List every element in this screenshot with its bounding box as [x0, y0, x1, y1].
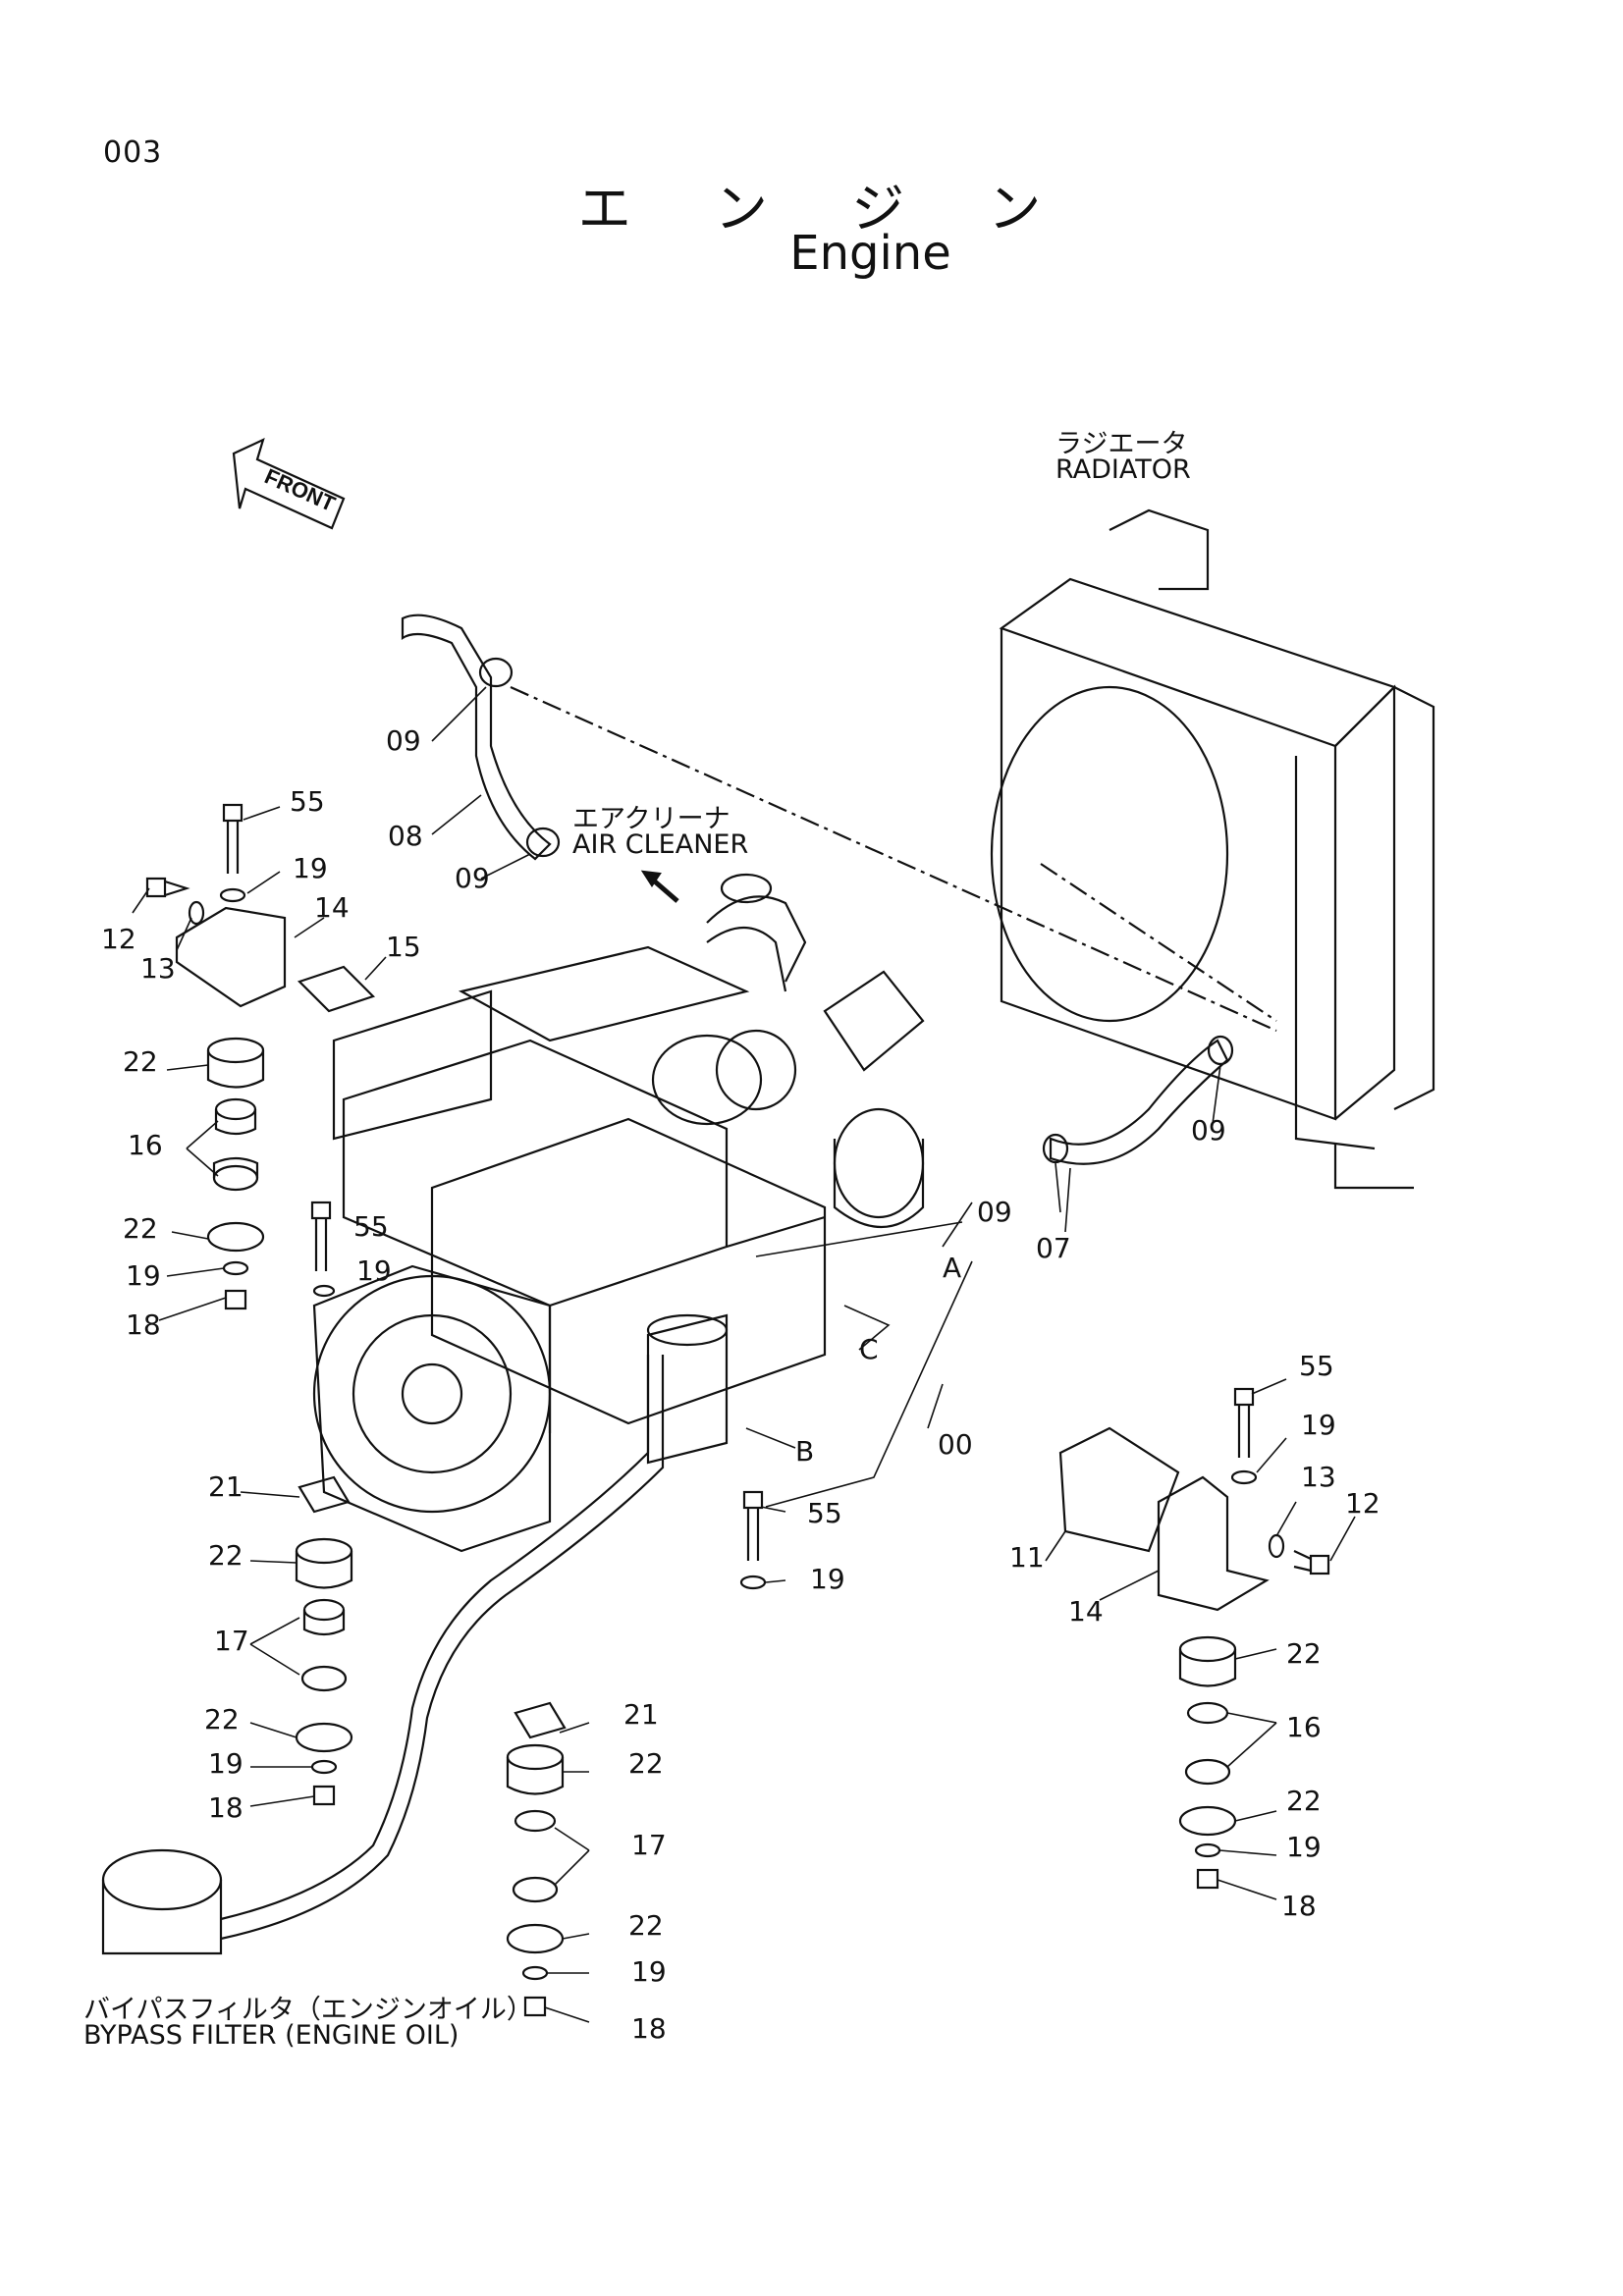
callout-c: C: [859, 1333, 879, 1365]
callout-55: 55: [1299, 1350, 1334, 1382]
callout-19: 19: [356, 1255, 392, 1287]
bypass-filter: [101, 1355, 665, 1955]
engine-block: [312, 873, 925, 1553]
bolt-55-right: [1233, 1387, 1255, 1458]
callout-19: 19: [631, 1955, 667, 1988]
mount-stack-center: [506, 1701, 567, 2017]
bolt-55-mid: [310, 1201, 332, 1271]
callout-13: 13: [1301, 1461, 1336, 1493]
callout-17: 17: [214, 1625, 249, 1657]
callout-22: 22: [1286, 1785, 1322, 1817]
callout-07: 07: [1036, 1232, 1071, 1264]
callout-00: 00: [938, 1428, 973, 1461]
bolt-55-lower: [742, 1490, 764, 1561]
page-title-en: Engine: [789, 226, 951, 281]
callout-15: 15: [386, 931, 421, 963]
callout-14: 14: [314, 891, 350, 924]
mount-stack-right: [1178, 1635, 1237, 1890]
callout-55: 55: [290, 785, 325, 818]
mount-stack-front-left: [206, 1037, 265, 1310]
callout-22: 22: [628, 1747, 664, 1780]
bypass-filter-label-en: BYPASS FILTER (ENGINE OIL): [83, 2020, 460, 2051]
mount-stack-rear-left: [295, 1475, 353, 1806]
callout-18: 18: [1281, 1890, 1317, 1922]
bolt-12-right: [1293, 1550, 1330, 1575]
callout-22: 22: [628, 1909, 664, 1942]
callout-22: 22: [1286, 1637, 1322, 1670]
callout-18: 18: [631, 2012, 667, 2045]
callout-55: 55: [807, 1497, 842, 1529]
callout-09: 09: [977, 1196, 1012, 1228]
callout-11: 11: [1009, 1541, 1045, 1574]
callout-22: 22: [123, 1045, 158, 1078]
callout-13: 13: [140, 952, 176, 985]
air-cleaner-label-jp: エアクリーナ: [572, 804, 730, 834]
front-mount-bracket-14: [175, 906, 287, 1008]
callout-19: 19: [1301, 1409, 1336, 1441]
callout-16: 16: [1286, 1711, 1322, 1743]
radiator-label-jp: ラジエータ: [1055, 429, 1188, 459]
callout-b: B: [795, 1435, 815, 1468]
callout-19: 19: [1286, 1831, 1322, 1863]
front-marker: FRONT: [261, 463, 340, 516]
callout-22: 22: [204, 1703, 240, 1735]
radiator: [990, 508, 1435, 1190]
rear-mount-bracket-14: [1157, 1475, 1270, 1612]
callout-55: 55: [353, 1210, 389, 1243]
callout-19: 19: [208, 1747, 243, 1780]
callout-a: A: [943, 1252, 962, 1284]
callout-09: 09: [455, 862, 490, 894]
air-cleaner-label-en: AIR CLEANER: [572, 829, 749, 860]
rear-mount-plate-11: [1058, 1426, 1180, 1553]
callout-21: 21: [623, 1698, 659, 1731]
callout-14: 14: [1068, 1595, 1104, 1628]
callout-18: 18: [126, 1308, 161, 1341]
callout-22: 22: [208, 1539, 243, 1572]
page-title-jp: エ ン ジ ン: [577, 178, 1075, 240]
callout-09: 09: [1191, 1114, 1226, 1147]
callout-19: 19: [126, 1259, 161, 1292]
radiator-label-en: RADIATOR: [1055, 454, 1191, 485]
callout-16: 16: [128, 1129, 163, 1161]
callout-22: 22: [123, 1212, 158, 1245]
callout-18: 18: [208, 1791, 243, 1824]
callout-17: 17: [631, 1829, 667, 1861]
bolt-12-left: [145, 877, 190, 898]
bypass-filter-label-jp: バイパスフィルタ（エンジンオイル）: [83, 1995, 533, 2025]
mount-plate-15: [297, 965, 376, 1013]
callout-12: 12: [101, 923, 136, 955]
callout-21: 21: [208, 1470, 243, 1503]
callout-19: 19: [293, 852, 328, 884]
front-arrow-icon: FRONT: [232, 437, 346, 530]
callout-12: 12: [1345, 1487, 1380, 1520]
callout-08: 08: [388, 820, 423, 852]
callout-09: 09: [386, 724, 421, 757]
page-number: 003: [103, 135, 163, 170]
callout-19: 19: [810, 1563, 845, 1595]
air-intake-pipe-08: [401, 614, 552, 861]
bolt-55-top: [222, 803, 243, 874]
